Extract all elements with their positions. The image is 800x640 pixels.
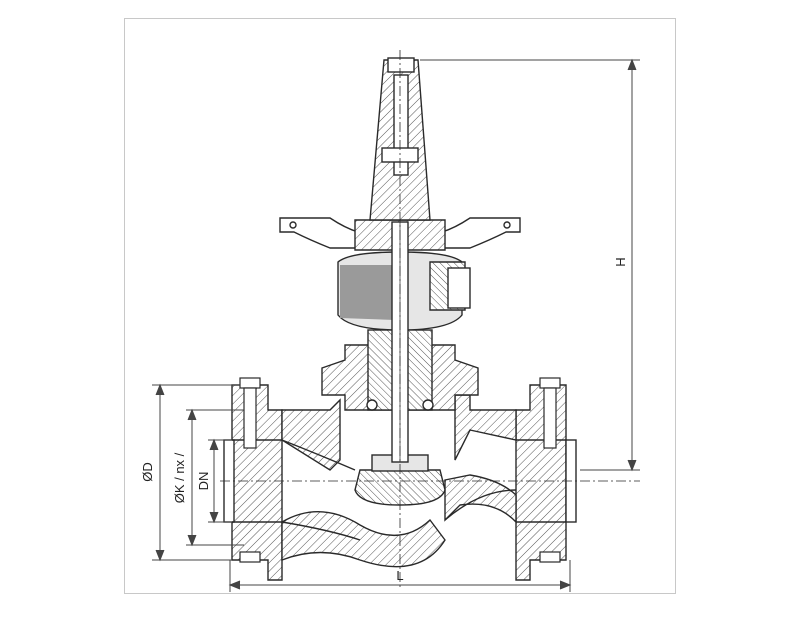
center-lines: [220, 50, 640, 590]
dimensions: [152, 58, 640, 592]
label-height: H: [613, 257, 628, 266]
yoke-dark-left: [340, 265, 395, 320]
valve-body: [223, 384, 577, 581]
flow-channel-lower: [281, 521, 361, 541]
left-flange: [231, 384, 283, 581]
flow-channel-right: [444, 489, 517, 521]
body-upper-right: [454, 394, 517, 461]
body-lower-left: [281, 511, 446, 568]
yoke-side-plate: [447, 267, 471, 309]
gasket-left: [366, 399, 378, 411]
flow-channel-upper: [281, 439, 356, 471]
flange-bolts: [239, 377, 561, 563]
drawing-frame: [124, 18, 676, 594]
gasket-right: [422, 399, 434, 411]
body-lower-right: [444, 474, 517, 524]
right-flange: [515, 384, 567, 581]
label-bolt-circle: ØK / nx /: [172, 452, 187, 503]
label-nominal-diameter: DN: [196, 472, 211, 491]
actuator-cap: [387, 57, 415, 73]
label-length: L: [396, 568, 403, 583]
label-flange-diameter: ØD: [140, 462, 155, 482]
